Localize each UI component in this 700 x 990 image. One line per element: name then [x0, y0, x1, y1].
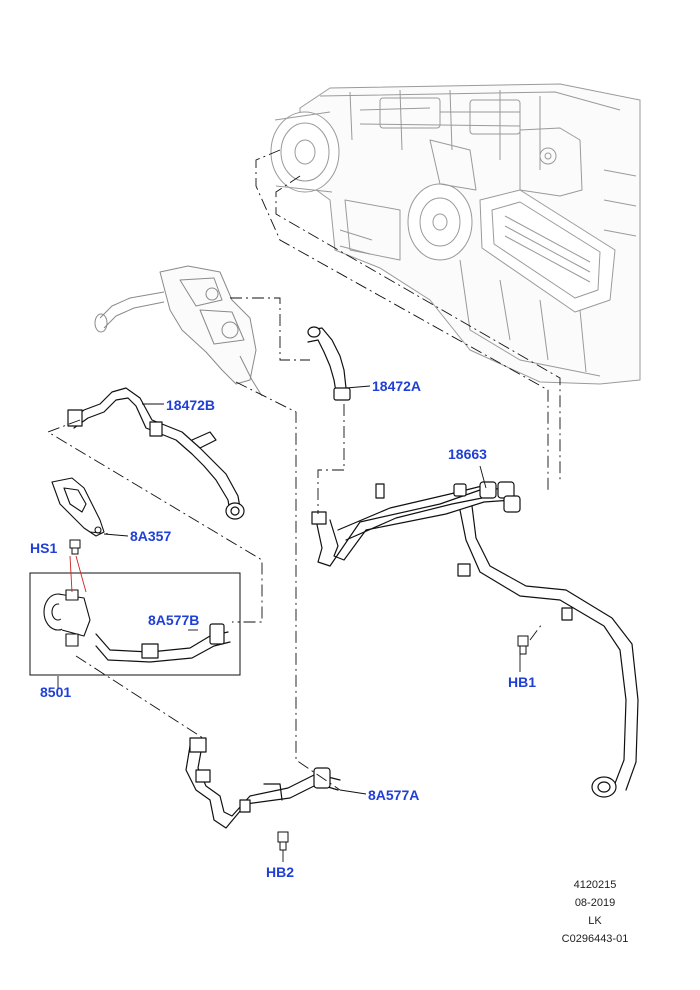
- callout-HB1[interactable]: HB1: [508, 674, 537, 690]
- hvac-housing-assembly: [270, 83, 641, 385]
- callout-18472B[interactable]: 18472B: [166, 397, 216, 413]
- leader-lines: [57, 385, 521, 862]
- hose-18472A[interactable]: [307, 326, 351, 401]
- hose-8A577A[interactable]: [185, 737, 341, 829]
- tube-assembly-18663[interactable]: [311, 481, 639, 798]
- reference-code: LK: [588, 915, 602, 927]
- callout-HB2[interactable]: HB2: [266, 864, 295, 880]
- callout-8501[interactable]: 8501: [40, 684, 72, 700]
- heat-shield-8A357[interactable]: [51, 477, 105, 537]
- assembly-guide-lines: [46, 149, 561, 791]
- callout-18663[interactable]: 18663: [448, 446, 487, 462]
- hose-8A577B[interactable]: [95, 623, 231, 663]
- callout-18472A[interactable]: 18472A: [372, 378, 422, 394]
- engine-side-component: [94, 265, 263, 397]
- reference-image-id: C0296443-01: [561, 933, 629, 945]
- coolant-pump-8501[interactable]: [43, 589, 91, 647]
- bolt-HB2[interactable]: [277, 831, 289, 851]
- callout-HS1[interactable]: HS1: [30, 540, 58, 556]
- red-leader-lines: [69, 555, 87, 593]
- reference-date: 08-2019: [574, 897, 616, 909]
- bolt-HS1[interactable]: [69, 539, 81, 555]
- hose-18472B[interactable]: [67, 387, 245, 520]
- callout-8A577B[interactable]: 8A577B: [148, 612, 200, 628]
- callout-8A357[interactable]: 8A357: [130, 528, 172, 544]
- pump-assembly-frame: [29, 572, 241, 676]
- reference-block: 4120215 08-2019 LK C0296443-01: [540, 876, 650, 948]
- callout-8A577A[interactable]: 8A577A: [368, 787, 420, 803]
- reference-number: 4120215: [573, 879, 617, 891]
- bolt-HB1[interactable]: [517, 635, 529, 655]
